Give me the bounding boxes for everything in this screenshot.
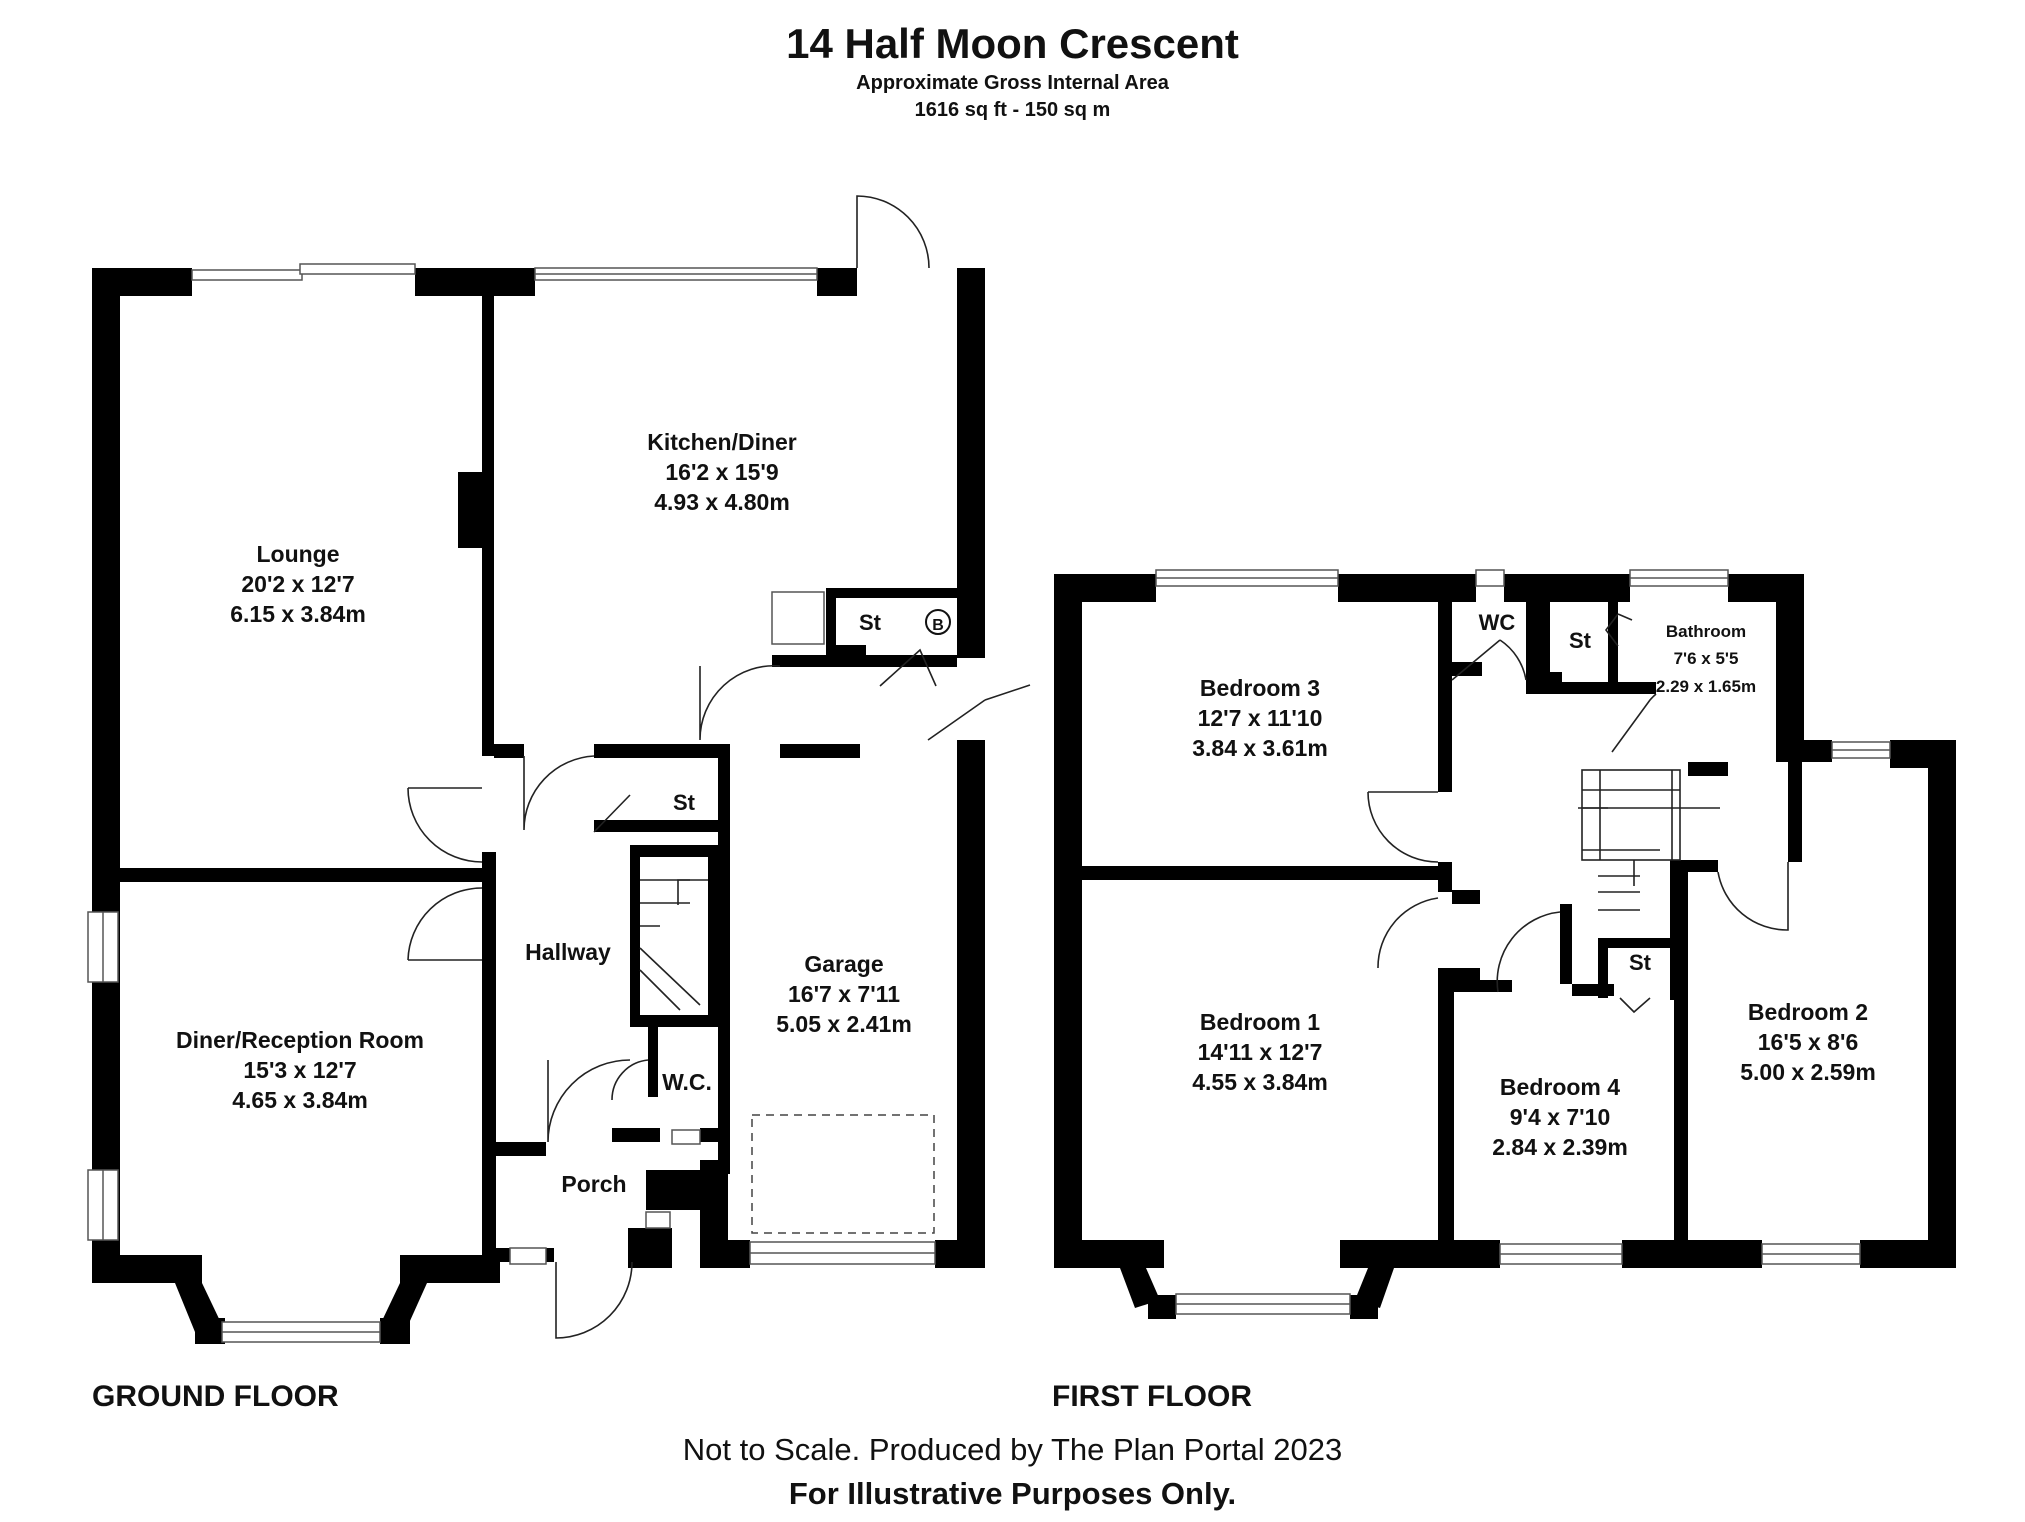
first-floor-windows: [1155, 569, 1891, 1315]
lounge-metric: 6.15 x 3.84m: [230, 601, 366, 627]
ground-floor-windows: [87, 263, 936, 1343]
bathroom-imperial: 7'6 x 5'5: [1674, 649, 1739, 668]
ground-floor-plan: Lounge 20'2 x 12'7 6.15 x 3.84m Kitchen/…: [87, 195, 1031, 1344]
boiler-label: B: [932, 617, 944, 634]
gross-internal-area: 1616 sq ft - 150 sq m: [914, 99, 1111, 121]
kitchen-metric: 4.93 x 4.80m: [654, 489, 790, 515]
ground-floor-stairs: [639, 879, 708, 1011]
first-floor-stairs: [1578, 769, 1720, 911]
diner-metric: 4.65 x 3.84m: [232, 1087, 368, 1113]
lounge-label: Lounge 20'2 x 12'7 6.15 x 3.84m: [230, 541, 366, 627]
bedroom4-name: Bedroom 4: [1500, 1074, 1620, 1100]
bedroom1-metric: 4.55 x 3.84m: [1192, 1069, 1328, 1095]
bedroom4-label: Bedroom 4 9'4 x 7'10 2.84 x 2.39m: [1492, 1074, 1628, 1160]
ground-wc-label: W.C.: [662, 1069, 712, 1095]
bedroom3-imperial: 12'7 x 11'10: [1198, 705, 1323, 731]
bath-store-label: St: [1569, 628, 1592, 653]
bedroom1-name: Bedroom 1: [1200, 1009, 1320, 1035]
garage-door-outline: [751, 1114, 935, 1234]
kitchen-label: Kitchen/Diner 16'2 x 15'9 4.93 x 4.80m: [647, 429, 797, 515]
boiler-symbol: [925, 609, 951, 635]
ground-floor-walls: [92, 268, 985, 1344]
hallway-label: Hallway: [525, 939, 611, 965]
bathroom-label: Bathroom 7'6 x 5'5 2.29 x 1.65m: [1656, 622, 1756, 696]
bedroom2-imperial: 16'5 x 8'6: [1758, 1029, 1858, 1055]
porch-label: Porch: [561, 1171, 626, 1197]
footer-disclaimer: For Illustrative Purposes Only.: [788, 1476, 1237, 1511]
diner-label: Diner/Reception Room 15'3 x 12'7 4.65 x …: [176, 1027, 424, 1113]
first-floor-doors: [1367, 613, 1789, 1014]
first-wc-label: WC: [1479, 610, 1516, 635]
diner-name: Diner/Reception Room: [176, 1027, 424, 1053]
hall-store-label: St: [673, 790, 696, 815]
garage-label: Garage 16'7 x 7'11 5.05 x 2.41m: [776, 951, 912, 1037]
bedroom2-name: Bedroom 2: [1748, 999, 1868, 1025]
bedroom2-metric: 5.00 x 2.59m: [1740, 1059, 1876, 1085]
first-floor-plan: Bedroom 3 12'7 x 11'10 3.84 x 3.61m Bedr…: [1054, 569, 1956, 1319]
bedroom4-imperial: 9'4 x 7'10: [1510, 1104, 1610, 1130]
bedroom3-metric: 3.84 x 3.61m: [1192, 735, 1328, 761]
garage-imperial: 16'7 x 7'11: [788, 981, 900, 1007]
first-floor-walls: [1054, 574, 1956, 1319]
plan-header: 14 Half Moon Crescent Approximate Gross …: [0, 18, 2025, 124]
landing-store-label: St: [1629, 950, 1652, 975]
bedroom1-label: Bedroom 1 14'11 x 12'7 4.55 x 3.84m: [1192, 1009, 1328, 1095]
property-title: 14 Half Moon Crescent: [786, 20, 1239, 67]
bathroom-metric: 2.29 x 1.65m: [1656, 677, 1756, 696]
kitchen-name: Kitchen/Diner: [647, 429, 797, 455]
garage-metric: 5.05 x 2.41m: [776, 1011, 912, 1037]
lounge-name: Lounge: [256, 541, 339, 567]
garage-name: Garage: [804, 951, 883, 977]
bathroom-name: Bathroom: [1666, 622, 1746, 641]
bedroom4-metric: 2.84 x 2.39m: [1492, 1134, 1628, 1160]
ground-floor-label: GROUND FLOOR: [92, 1380, 339, 1413]
ground-floor-doors: [407, 195, 1031, 1339]
diner-imperial: 15'3 x 12'7: [243, 1057, 356, 1083]
lounge-imperial: 20'2 x 12'7: [241, 571, 354, 597]
bedroom3-label: Bedroom 3 12'7 x 11'10 3.84 x 3.61m: [1192, 675, 1328, 761]
first-floor-label: FIRST FLOOR: [1052, 1380, 1252, 1413]
area-caption: Approximate Gross Internal Area: [856, 72, 1169, 94]
kitchen-imperial: 16'2 x 15'9: [665, 459, 778, 485]
bedroom1-imperial: 14'11 x 12'7: [1198, 1039, 1323, 1065]
kitchen-store-label: St: [859, 610, 882, 635]
bedroom2-label: Bedroom 2 16'5 x 8'6 5.00 x 2.59m: [1740, 999, 1876, 1085]
bedroom3-name: Bedroom 3: [1200, 675, 1320, 701]
footer-note: Not to Scale. Produced by The Plan Porta…: [682, 1432, 1343, 1467]
plan-footer: Not to Scale. Produced by The Plan Porta…: [0, 1428, 2025, 1516]
